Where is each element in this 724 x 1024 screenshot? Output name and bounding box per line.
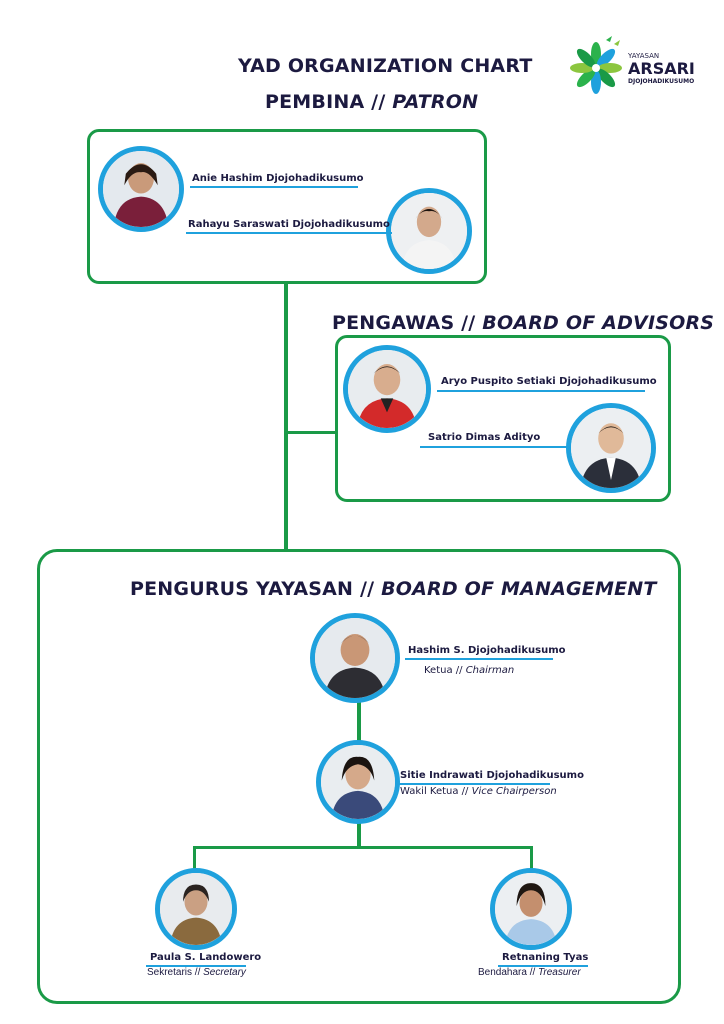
advisor-name-1: Aryo Puspito Setiaki Djojohadikusumo: [441, 376, 657, 387]
vice-chair-name: Sitie Indrawati Djojohadikusumo: [400, 770, 584, 781]
management-box: [37, 549, 681, 1004]
vice-chair-role-id: Wakil Ketua //: [400, 786, 469, 797]
logo-big-text: ARSARI: [628, 59, 695, 78]
patron-box: [87, 129, 487, 284]
advisor-name-2: Satrio Dimas Adityo: [428, 432, 541, 443]
treasurer-name: Retnaning Tyas: [502, 952, 589, 963]
management-title: PENGURUS YAYASAN // BOARD OF MANAGEMENT: [130, 578, 657, 600]
secretary-role-en: Secretary: [203, 967, 246, 978]
connector-left-down: [193, 846, 196, 872]
treasurer-role-en: Treasurer: [538, 967, 581, 978]
secretary-photo: [155, 868, 237, 950]
secretary-role: Sekretaris // Secretary: [147, 967, 246, 978]
chairman-role-id: Ketua //: [424, 665, 463, 676]
secretary-role-id: Sekretaris //: [147, 967, 201, 978]
vice-chair-photo: [316, 740, 400, 824]
chairman-role: Ketua // Chairman: [424, 665, 514, 676]
connector-advisors: [284, 431, 337, 434]
chairman-photo: [310, 613, 400, 703]
management-title-id: PENGURUS YAYASAN //: [130, 578, 375, 600]
advisor-underline-2: [420, 446, 570, 448]
patron-underline-1: [190, 186, 358, 188]
advisor-photo-1: [343, 345, 431, 433]
patron-name-2: Rahayu Saraswati Djojohadikusumo: [188, 219, 390, 230]
patron-photo-1: [98, 146, 184, 232]
flower-icon: [570, 36, 622, 94]
patron-title-id: PEMBINA //: [265, 91, 386, 113]
management-title-en: BOARD OF MANAGEMENT: [381, 578, 657, 600]
logo-small-text: YAYASAN: [628, 52, 660, 60]
chart-title: YAD ORGANIZATION CHART: [238, 55, 533, 77]
chairman-name: Hashim S. Djojohadikusumo: [408, 645, 566, 656]
treasurer-photo: [490, 868, 572, 950]
advisors-title: PENGAWAS // BOARD OF ADVISORS: [332, 312, 714, 334]
vice-chair-role-en: Vice Chairperson: [471, 786, 557, 797]
treasurer-underline: [498, 965, 588, 967]
patron-title-en: PATRON: [392, 91, 479, 113]
connector-main-vertical: [284, 283, 288, 551]
patron-underline-2: [186, 232, 392, 234]
chairman-underline: [405, 658, 553, 660]
advisors-title-id: PENGAWAS //: [332, 312, 476, 334]
connector-chair-vice: [357, 695, 361, 745]
treasurer-role: Bendahara // Treasurer: [478, 967, 581, 978]
connector-horizontal: [193, 846, 533, 849]
patron-title: PEMBINA // PATRON: [265, 91, 478, 113]
secretary-underline: [146, 965, 246, 967]
secretary-name: Paula S. Landowero: [150, 952, 262, 963]
advisors-title-en: BOARD OF ADVISORS: [482, 312, 715, 334]
logo-sub-text: DJOJOHADIKUSUMO: [628, 78, 695, 85]
vice-chair-role: Wakil Ketua // Vice Chairperson: [400, 786, 557, 797]
arsari-logo: YAYASAN ARSARI DJOJOHADIKUSUMO: [566, 34, 706, 96]
advisor-underline-1: [437, 390, 645, 392]
treasurer-role-id: Bendahara //: [478, 967, 536, 978]
advisor-photo-2: [566, 403, 656, 493]
connector-vice-down: [357, 818, 361, 848]
advisors-box: [335, 335, 671, 502]
patron-photo-2: [386, 188, 472, 274]
connector-right-down: [530, 846, 533, 872]
chairman-role-en: Chairman: [465, 665, 515, 676]
patron-name-1: Anie Hashim Djojohadikusumo: [192, 173, 364, 184]
vice-chair-underline: [398, 783, 550, 785]
